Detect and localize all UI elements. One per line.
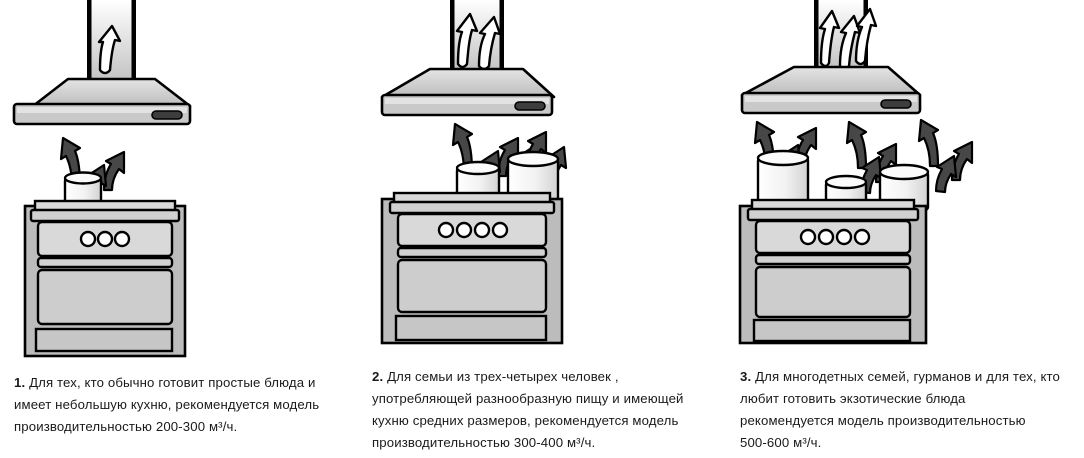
caption-2: 2. Для семьи из трех-четырех человек , у… [372, 366, 728, 454]
caption-1: 1. Для тех, кто обычно готовит простые б… [14, 372, 354, 438]
hood-duct-1 [87, 0, 136, 82]
cooker-3 [738, 198, 928, 345]
oven-handle-1[interactable] [36, 256, 174, 269]
oven-handle-3[interactable] [754, 253, 912, 266]
caption-1-line-1: Для тех, кто обычно готовит простые блюд… [29, 375, 316, 390]
oven-handle-2[interactable] [396, 246, 548, 259]
panel-option-1: 1. Для тех, кто обычно готовит простые б… [0, 0, 360, 458]
pot-3-1 [756, 149, 810, 212]
caption-2-line-1: Для семьи из трех-четырех человек , [387, 369, 619, 384]
caption-1-line-3: производительностью 200-300 м³/ч. [14, 419, 238, 434]
hood-control-handle[interactable] [514, 101, 546, 111]
hood-control-handle[interactable] [151, 110, 183, 120]
cooker-2 [380, 191, 564, 345]
caption-2-line-3: кухню средних размеров, рекомендуется мо… [372, 413, 679, 428]
pot-3-3 [878, 163, 930, 212]
hood-control-handle[interactable] [880, 99, 912, 109]
hood-canopy-2 [380, 67, 556, 117]
pot-2-2 [506, 150, 560, 202]
cooker-knobs-2[interactable] [437, 221, 509, 239]
caption-1-line-2: имеет небольшую кухню, рекомендуется мод… [14, 397, 320, 412]
oven-door-1[interactable] [36, 268, 174, 326]
exhaust-arrows-2 [455, 12, 502, 71]
oven-door-3[interactable] [754, 265, 912, 319]
illustration-hood-and-cooker-3 [738, 0, 974, 345]
caption-2-line-2: употребляющей разнообразную пищу и имеющ… [372, 391, 684, 406]
panel-option-3: 3. Для многодетных семей, гурманов и для… [728, 0, 1084, 458]
caption-3-line-3: рекомендуется модель производительностью [740, 413, 1026, 428]
hood-canopy-3 [740, 65, 922, 115]
caption-number-1: 1. [14, 375, 26, 390]
exhaust-arrow-icon [97, 24, 122, 75]
caption-number-3: 3. [740, 369, 752, 384]
panel-option-2: 2. Для семьи из трех-четырех человек , у… [360, 0, 728, 458]
cooker-1 [23, 199, 187, 358]
illustration-hood-and-cooker-1 [12, 0, 192, 358]
caption-3: 3. Для многодетных семей, гурманов и для… [740, 366, 1084, 454]
caption-3-line-1: Для многодетных семей, гурманов и для те… [755, 369, 1060, 384]
hood-canopy-1 [12, 77, 192, 126]
caption-3-line-4: 500-600 м³/ч. [740, 435, 822, 450]
caption-3-line-2: любит готовить экзотические блюда [740, 391, 966, 406]
intake-arrows-1 [59, 136, 126, 203]
cooker-knobs-3[interactable] [799, 228, 871, 246]
cooker-knobs-1[interactable] [79, 230, 131, 248]
oven-door-2[interactable] [396, 258, 548, 314]
illustration-hood-and-cooker-2 [380, 0, 568, 345]
caption-number-2: 2. [372, 369, 384, 384]
caption-2-line-4: производительностью 300-400 м³/ч. [372, 435, 596, 450]
